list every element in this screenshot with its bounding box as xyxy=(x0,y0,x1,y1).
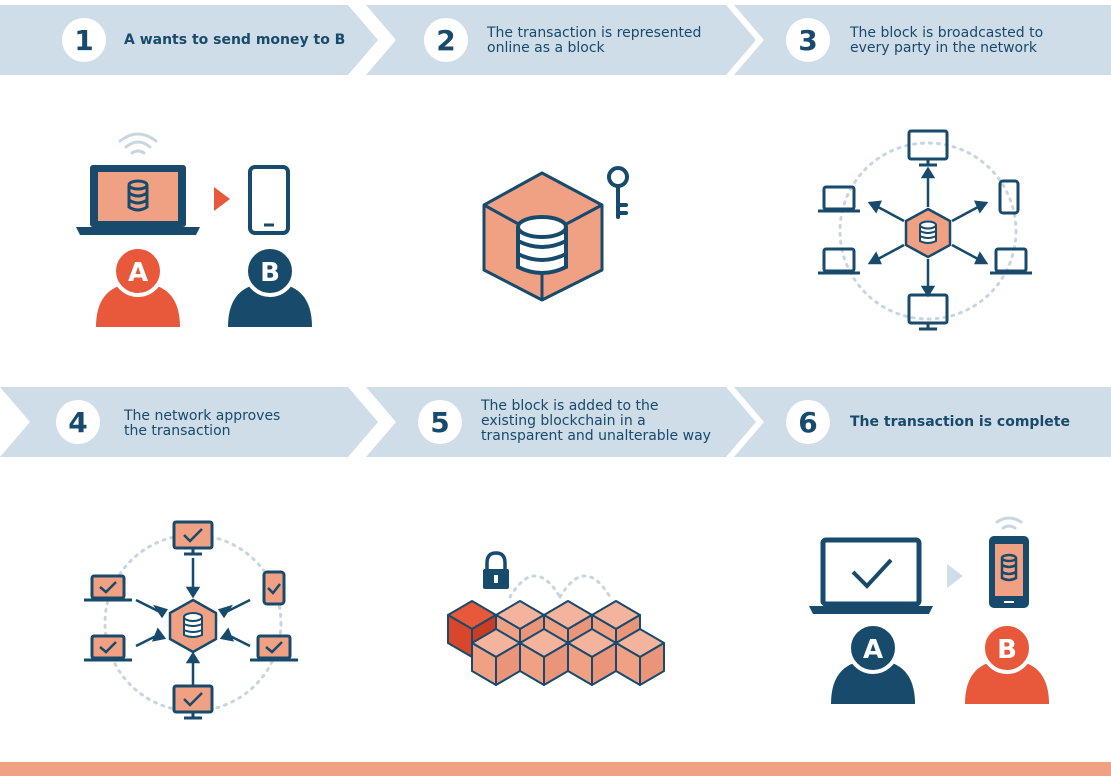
phone-right-icon xyxy=(998,179,1020,215)
step-6-text: The transaction is complete xyxy=(850,414,1070,430)
step-1-banner: 1 A wants to send money to B xyxy=(0,5,378,75)
illustration-block xyxy=(470,155,640,305)
inbound-arrows xyxy=(135,558,251,688)
illustration-broadcast xyxy=(810,125,1050,340)
arrow-icon xyxy=(947,564,963,588)
person-a: A xyxy=(831,622,915,704)
phone-icon xyxy=(989,536,1029,608)
monitor-bottom-icon xyxy=(907,293,949,331)
padlock-icon xyxy=(483,551,509,589)
person-b: B xyxy=(228,245,312,327)
step-3-banner: 3 The block is broadcasted to every part… xyxy=(734,5,1111,75)
person-b-label: B xyxy=(997,635,1017,665)
step-2-banner: 2 The transaction is represented online … xyxy=(366,5,756,75)
step-3-text: The block is broadcasted to every party … xyxy=(850,25,1044,56)
laptop-icon xyxy=(76,165,200,235)
footer-bar xyxy=(0,762,1111,776)
step-6-banner: 6 The transaction is complete xyxy=(734,387,1111,457)
step-2-text: The transaction is represented online as… xyxy=(487,25,702,56)
wifi-icon xyxy=(118,132,158,155)
monitor-bottom-check-icon xyxy=(172,684,214,720)
broadcast-arrows xyxy=(867,166,989,298)
center-block-icon xyxy=(168,598,218,654)
laptop-left-top-icon xyxy=(818,185,860,213)
laptop-left-top-check-icon xyxy=(84,574,132,602)
person-b-label: B xyxy=(260,258,280,288)
illustration-approve xyxy=(78,518,308,728)
step-5-number: 5 xyxy=(418,400,462,444)
laptop-left-bottom-icon xyxy=(818,247,860,275)
laptop-right-bottom-check-icon xyxy=(250,634,298,662)
step-4-text: The network approves the transaction xyxy=(124,408,281,439)
database-icon xyxy=(516,215,568,275)
step-1-number: 1 xyxy=(62,18,106,62)
wifi-icon xyxy=(995,516,1023,530)
laptop-check-icon xyxy=(809,537,933,614)
step-6-number: 6 xyxy=(786,400,830,444)
block-cube-face xyxy=(639,642,665,686)
step-3-number: 3 xyxy=(786,18,830,62)
arrow-icon xyxy=(214,187,230,211)
phone-icon xyxy=(248,165,290,235)
phone-right-check-icon xyxy=(262,570,286,606)
person-b: B xyxy=(965,622,1049,704)
illustration-complete: A B xyxy=(805,512,1065,712)
step-1-text: A wants to send money to B xyxy=(124,32,346,48)
person-a-label: A xyxy=(863,635,883,665)
monitor-top-check-icon xyxy=(172,520,214,556)
monitor-top-icon xyxy=(907,129,949,167)
illustration-blockchain xyxy=(440,545,680,695)
laptop-right-bottom-icon xyxy=(990,247,1032,275)
center-block-icon xyxy=(904,207,952,259)
illustration-send-money: A B xyxy=(70,125,330,335)
laptop-left-bottom-check-icon xyxy=(84,634,132,662)
step-2-number: 2 xyxy=(424,18,468,62)
step-5-banner: 5 The block is added to the existing blo… xyxy=(366,387,756,457)
step-4-banner: 4 The network approves the transaction xyxy=(0,387,378,457)
block-cubes xyxy=(447,600,665,686)
person-a: A xyxy=(96,245,180,327)
key-icon xyxy=(607,166,629,219)
database-icon xyxy=(127,179,149,212)
chain-links xyxy=(508,574,612,599)
step-5-text: The block is added to the existing block… xyxy=(481,398,711,444)
person-a-label: A xyxy=(128,258,148,288)
step-4-number: 4 xyxy=(56,400,100,444)
